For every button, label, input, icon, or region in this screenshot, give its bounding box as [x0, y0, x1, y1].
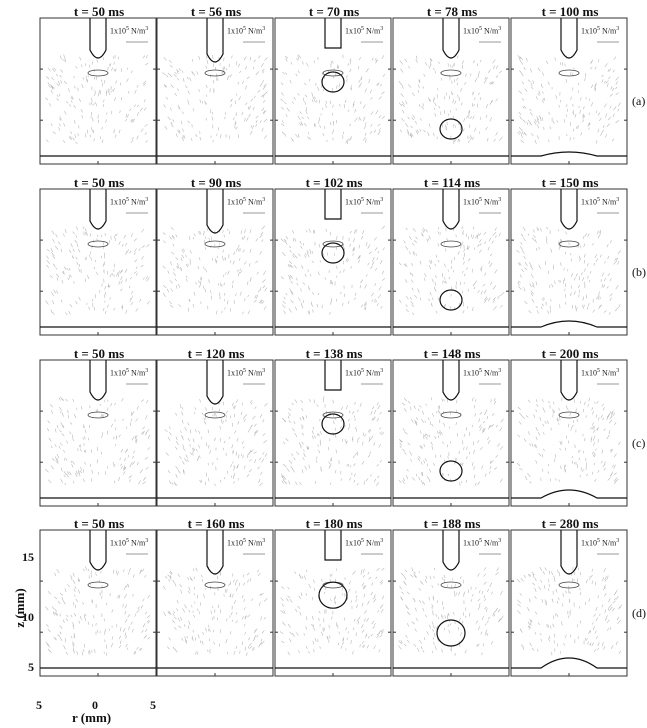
z-tick-5: 5 [28, 660, 34, 675]
simulation-panel [40, 18, 156, 164]
panel-time-label: t = 70 ms [275, 4, 393, 20]
panel-frame [511, 360, 627, 506]
scale-bar-label: 1x105 N/m3 [581, 538, 619, 548]
simulation-panel [275, 530, 391, 676]
panel-frame [157, 18, 273, 164]
panel-time-label: t = 50 ms [40, 175, 158, 191]
panel-frame [275, 530, 391, 676]
panel-frame [511, 530, 627, 676]
simulation-panel [275, 189, 391, 335]
scale-bar-label: 1x105 N/m3 [227, 368, 265, 378]
simulation-panel [393, 530, 509, 676]
row-label: (d) [632, 606, 646, 621]
panel-time-label: t = 148 ms [393, 346, 511, 362]
panel-time-label: t = 114 ms [393, 175, 511, 191]
scale-bar-label: 1x105 N/m3 [463, 197, 501, 207]
simulation-panel [157, 360, 273, 506]
panel-frame [393, 189, 509, 335]
panel-time-label: t = 120 ms [157, 346, 275, 362]
panel-time-label: t = 56 ms [157, 4, 275, 20]
scale-bar-label: 1x105 N/m3 [345, 538, 383, 548]
panel-time-label: t = 50 ms [40, 516, 158, 532]
r-tick-right: 5 [150, 698, 156, 713]
scale-bar-label: 1x105 N/m3 [581, 368, 619, 378]
row-label: (c) [632, 436, 645, 451]
panel-time-label: t = 180 ms [275, 516, 393, 532]
panel-frame [393, 530, 509, 676]
scale-bar-label: 1x105 N/m3 [110, 197, 148, 207]
panel-frame [511, 18, 627, 164]
scale-bar-label: 1x105 N/m3 [345, 197, 383, 207]
z-tick-10: 10 [22, 610, 34, 625]
panel-time-label: t = 100 ms [511, 4, 629, 20]
scale-bar-label: 1x105 N/m3 [110, 538, 148, 548]
panel-time-label: t = 188 ms [393, 516, 511, 532]
scale-bar-label: 1x105 N/m3 [581, 26, 619, 36]
simulation-panel [511, 530, 627, 676]
scale-bar-label: 1x105 N/m3 [345, 368, 383, 378]
r-tick-left: 5 [36, 698, 42, 713]
panel-time-label: t = 200 ms [511, 346, 629, 362]
panel-time-label: t = 160 ms [157, 516, 275, 532]
panel-time-label: t = 150 ms [511, 175, 629, 191]
scale-bar-label: 1x105 N/m3 [227, 197, 265, 207]
scale-bar-label: 1x105 N/m3 [227, 26, 265, 36]
simulation-panel [511, 189, 627, 335]
panel-frame [275, 189, 391, 335]
scale-bar-label: 1x105 N/m3 [227, 538, 265, 548]
panel-time-label: t = 78 ms [393, 4, 511, 20]
panel-frame [40, 18, 156, 164]
simulation-panel [40, 360, 156, 506]
z-axis-label: z (mm) [12, 578, 28, 638]
simulation-panel [40, 530, 156, 676]
panel-time-label: t = 280 ms [511, 516, 629, 532]
panel-frame [157, 530, 273, 676]
panel-time-label: t = 50 ms [40, 4, 158, 20]
simulation-panel [393, 18, 509, 164]
simulation-panel [511, 18, 627, 164]
simulation-panel [393, 360, 509, 506]
panel-frame [40, 530, 156, 676]
scale-bar-label: 1x105 N/m3 [345, 26, 383, 36]
scale-bar-label: 1x105 N/m3 [463, 538, 501, 548]
panel-frame [393, 18, 509, 164]
panel-frame [393, 360, 509, 506]
simulation-panel [393, 189, 509, 335]
simulation-panel [40, 189, 156, 335]
scale-bar-label: 1x105 N/m3 [463, 26, 501, 36]
simulation-panel [275, 360, 391, 506]
scale-bar-label: 1x105 N/m3 [581, 197, 619, 207]
panel-time-label: t = 102 ms [275, 175, 393, 191]
z-tick-15: 15 [22, 550, 34, 565]
panel-frame [157, 189, 273, 335]
row-label: (a) [632, 94, 645, 109]
r-axis-label: r (mm) [72, 710, 111, 726]
panel-time-label: t = 90 ms [157, 175, 275, 191]
simulation-panel [511, 360, 627, 506]
simulation-panel [157, 530, 273, 676]
simulation-panel [157, 189, 273, 335]
panel-time-label: t = 138 ms [275, 346, 393, 362]
scale-bar-label: 1x105 N/m3 [463, 368, 501, 378]
scale-bar-label: 1x105 N/m3 [110, 26, 148, 36]
panel-time-label: t = 50 ms [40, 346, 158, 362]
row-label: (b) [632, 265, 646, 280]
simulation-panel [157, 18, 273, 164]
scale-bar-label: 1x105 N/m3 [110, 368, 148, 378]
panel-frame [40, 189, 156, 335]
simulation-panel [275, 18, 391, 164]
